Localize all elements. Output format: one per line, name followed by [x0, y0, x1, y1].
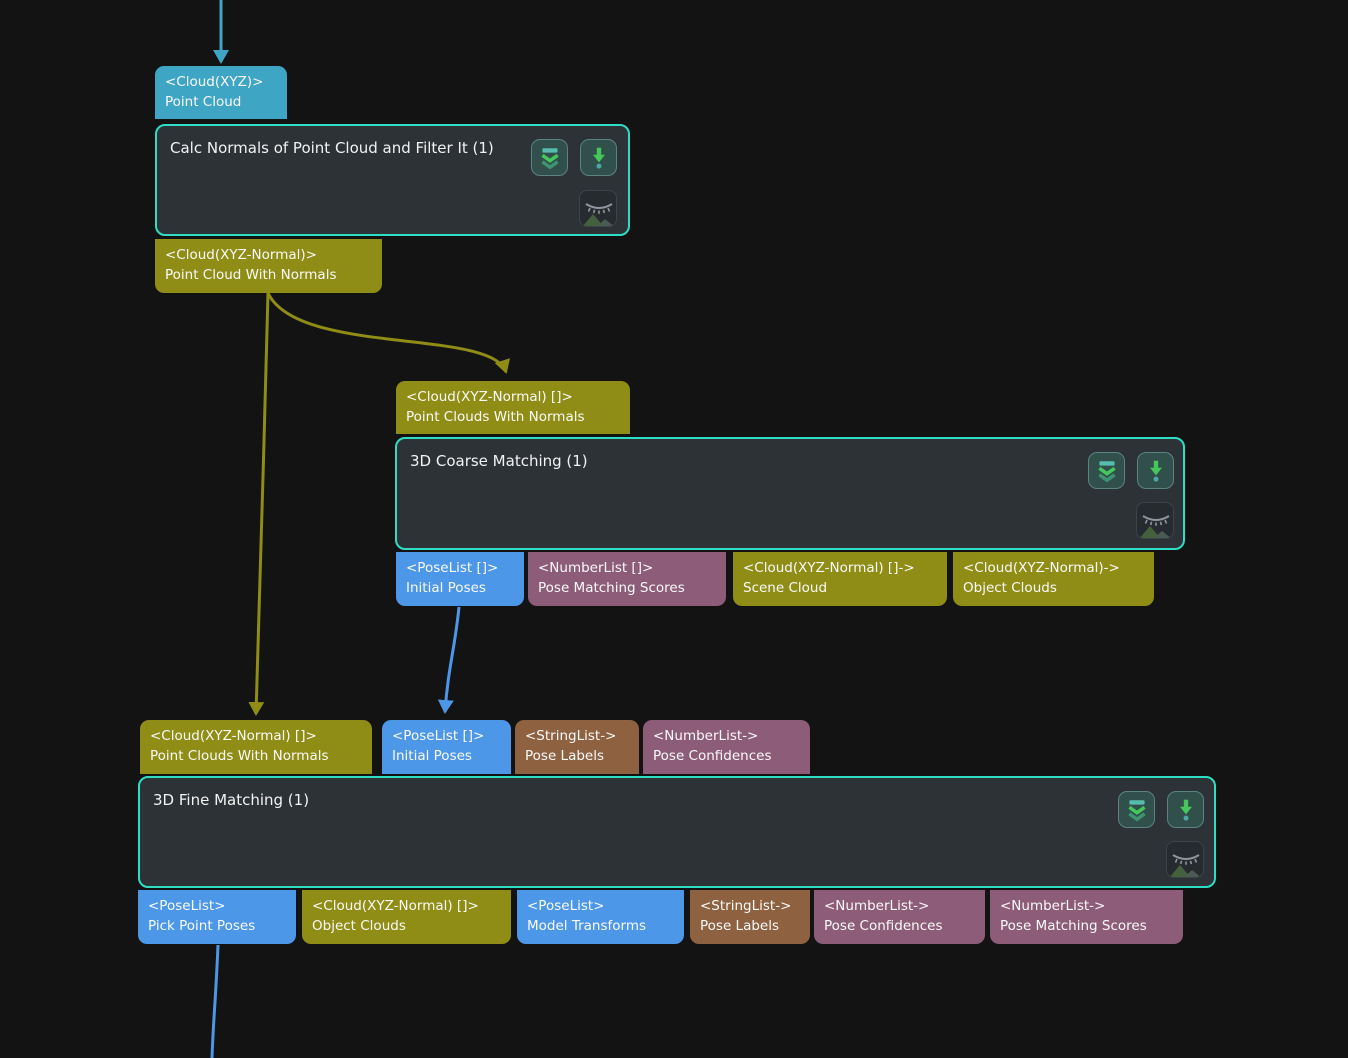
edge-normals-to-fine-matching[interactable]: [248, 292, 270, 716]
run-step-arrow-icon[interactable]: [1167, 791, 1204, 828]
port-fine-pose-confidences[interactable]: <NumberList-> Pose Confidences: [814, 890, 985, 944]
port-coarse-object-clouds[interactable]: <Cloud(XYZ-Normal)-> Object Clouds: [953, 552, 1154, 606]
collapse-chevron-down-icon[interactable]: [1118, 791, 1155, 828]
collapse-chevron-down-icon[interactable]: [1088, 452, 1125, 489]
port-fine-pose-confidences-input[interactable]: <NumberList-> Pose Confidences: [643, 720, 810, 774]
edge-pick-point-poses-out[interactable]: [210, 944, 220, 1058]
edge-initial-poses[interactable]: [437, 606, 461, 714]
image-preview-hidden-icon[interactable]: [579, 190, 617, 227]
port-fine-pose-matching-scores[interactable]: <NumberList-> Pose Matching Scores: [990, 890, 1183, 944]
port-fine-point-clouds-input[interactable]: <Cloud(XYZ-Normal) []> Point Clouds With…: [140, 720, 372, 774]
port-point-cloud-with-normals-output[interactable]: <Cloud(XYZ-Normal)> Point Cloud With Nor…: [155, 239, 382, 293]
image-preview-hidden-icon[interactable]: [1136, 502, 1174, 539]
node-3d-coarse-matching[interactable]: 3D Coarse Matching (1): [395, 437, 1185, 550]
port-coarse-point-clouds-input[interactable]: <Cloud(XYZ-Normal) []> Point Clouds With…: [396, 381, 630, 434]
edge-normals-to-coarse-matching[interactable]: [266, 292, 510, 374]
port-coarse-initial-poses[interactable]: <PoseList []> Initial Poses: [396, 552, 524, 606]
run-step-arrow-icon[interactable]: [1137, 452, 1174, 489]
image-preview-hidden-icon[interactable]: [1166, 841, 1204, 878]
node-calc-normals[interactable]: Calc Normals of Point Cloud and Filter I…: [155, 124, 630, 236]
node-title: 3D Coarse Matching (1): [410, 452, 588, 470]
run-step-arrow-icon[interactable]: [580, 139, 617, 176]
node-3d-fine-matching[interactable]: 3D Fine Matching (1): [138, 776, 1216, 888]
port-fine-pose-labels[interactable]: <StringList-> Pose Labels: [690, 890, 810, 944]
port-point-cloud-input[interactable]: <Cloud(XYZ)> Point Cloud: [155, 66, 287, 119]
port-coarse-scene-cloud[interactable]: <Cloud(XYZ-Normal) []-> Scene Cloud: [733, 552, 947, 606]
port-fine-model-transforms[interactable]: <PoseList> Model Transforms: [517, 890, 684, 944]
collapse-chevron-down-icon[interactable]: [531, 139, 568, 176]
port-fine-pose-labels-input[interactable]: <StringList-> Pose Labels: [515, 720, 639, 774]
port-fine-initial-poses-input[interactable]: <PoseList []> Initial Poses: [382, 720, 511, 774]
port-coarse-pose-matching-scores[interactable]: <NumberList []> Pose Matching Scores: [528, 552, 726, 606]
node-title: 3D Fine Matching (1): [153, 791, 310, 809]
port-fine-object-clouds[interactable]: <Cloud(XYZ-Normal) []> Object Clouds: [302, 890, 511, 944]
node-title: Calc Normals of Point Cloud and Filter I…: [170, 139, 494, 157]
port-fine-pick-point-poses[interactable]: <PoseList> Pick Point Poses: [138, 890, 296, 944]
